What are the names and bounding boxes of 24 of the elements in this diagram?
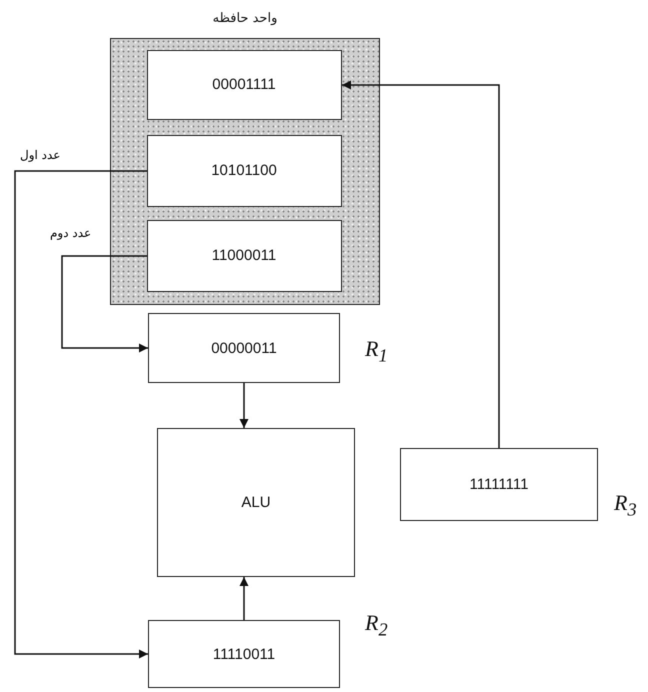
register-box — [148, 620, 340, 688]
binary-value: ALU — [241, 494, 271, 511]
arrow — [240, 577, 248, 620]
binary-value: 00000011 — [211, 340, 277, 356]
arrow — [342, 80, 500, 448]
register-box — [146, 220, 342, 292]
binary-value: 00001111 — [212, 76, 276, 93]
register-name: R$_{1}$ — [365, 336, 388, 366]
register-name: R$_{3}$ — [614, 490, 637, 520]
arrow — [61, 255, 148, 352]
register-box — [400, 448, 598, 521]
panel-title: واحد حافظه — [212, 11, 278, 26]
binary-value: 10101100 — [211, 162, 277, 179]
alu-box — [157, 428, 355, 577]
binary-value: 11111111 — [470, 476, 528, 493]
binary-value: 11110011 — [212, 646, 276, 662]
edge-label: عدد اول — [20, 148, 60, 162]
register-box — [146, 134, 342, 206]
register-box — [148, 313, 340, 383]
register-name: R$_{2}$ — [365, 610, 388, 640]
binary-value: 11000011 — [212, 247, 276, 264]
arrow — [240, 383, 248, 428]
register-box — [146, 50, 342, 120]
arrow — [14, 170, 148, 658]
